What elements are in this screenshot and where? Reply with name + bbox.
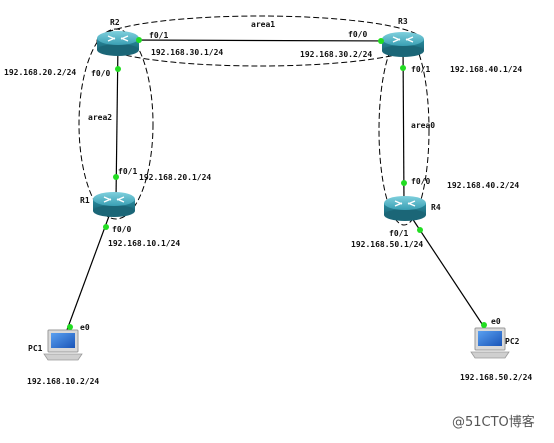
ip-label-r4-f01: 192.168.50.1/24 bbox=[351, 240, 423, 249]
port-label-r1-f01: f0/1 bbox=[118, 167, 137, 176]
ip-label-r2-f00: 192.168.20.2/24 bbox=[4, 68, 76, 77]
status-dot-pc1-e0 bbox=[67, 324, 73, 330]
port-label-r4-f01: f0/1 bbox=[389, 229, 408, 238]
router-label-r3: R3 bbox=[398, 17, 408, 26]
area2-boundary bbox=[78, 28, 154, 220]
port-label-r4-f00: f0/0 bbox=[411, 177, 430, 186]
port-label-r3-f01: f0/1 bbox=[411, 65, 430, 74]
port-label-r2-f00: f0/0 bbox=[91, 69, 110, 78]
link-r4-pc2[interactable] bbox=[407, 211, 491, 337]
status-dot-r4-f01 bbox=[417, 227, 423, 233]
watermark: @51CTO博客 bbox=[452, 414, 535, 430]
router-arrows-icon bbox=[103, 196, 125, 203]
ip-label-pc1: 192.168.10.2/24 bbox=[27, 377, 99, 386]
ip-label-r3-f01: 192.168.40.1/24 bbox=[450, 65, 522, 74]
keyboard-icon bbox=[43, 353, 83, 361]
port-label-pc1-e0: e0 bbox=[80, 323, 90, 332]
status-dot-r2-f00 bbox=[115, 66, 121, 72]
keyboard-icon bbox=[470, 351, 510, 359]
ip-label-r1-f01: 192.168.20.1/24 bbox=[139, 173, 211, 182]
status-dot-r2-f01 bbox=[136, 37, 142, 43]
ip-label-r3-f00: 192.168.30.2/24 bbox=[300, 50, 372, 59]
area-label-area2: area2 bbox=[88, 113, 112, 122]
status-dot-pc2-e0 bbox=[481, 322, 487, 328]
port-label-r2-f01: f0/1 bbox=[149, 31, 168, 40]
router-r4[interactable] bbox=[384, 196, 426, 221]
ip-label-r1-f00: 192.168.10.1/24 bbox=[108, 239, 180, 248]
pc-pc1[interactable] bbox=[43, 329, 83, 361]
port-label-r1-f00: f0/0 bbox=[112, 225, 131, 234]
router-arrows-icon bbox=[392, 36, 414, 43]
status-dot-r3-f01 bbox=[400, 65, 406, 71]
pc-label-pc1: PC1 bbox=[28, 344, 43, 353]
port-label-r3-f00: f0/0 bbox=[348, 30, 367, 39]
status-dot-r1-f00 bbox=[103, 224, 109, 230]
router-arrows-icon bbox=[107, 35, 129, 42]
port-label-pc2-e0: e0 bbox=[491, 317, 501, 326]
area-label-area0: area0 bbox=[411, 121, 435, 130]
status-dot-r3-f00 bbox=[378, 38, 384, 44]
status-dot-r1-f01 bbox=[113, 174, 119, 180]
router-r2[interactable] bbox=[97, 31, 139, 56]
area-label-area1: area1 bbox=[251, 20, 275, 29]
status-dot-r4-f00 bbox=[401, 180, 407, 186]
router-label-r1: R1 bbox=[80, 196, 90, 205]
ip-label-pc2: 192.168.50.2/24 bbox=[460, 373, 532, 382]
router-arrows-icon bbox=[394, 200, 416, 207]
ip-label-r4-f00: 192.168.40.2/24 bbox=[447, 181, 519, 190]
pc-pc2[interactable] bbox=[470, 327, 510, 359]
ip-label-r2-f01: 192.168.30.1/24 bbox=[151, 48, 223, 57]
link-r1-pc1[interactable] bbox=[63, 207, 113, 339]
router-label-r2: R2 bbox=[110, 18, 120, 27]
pc-label-pc2: PC2 bbox=[505, 337, 520, 346]
router-r3[interactable] bbox=[382, 32, 424, 57]
link-r2-r3[interactable] bbox=[117, 39, 403, 42]
router-r1[interactable] bbox=[93, 192, 135, 217]
router-label-r4: R4 bbox=[431, 203, 441, 212]
